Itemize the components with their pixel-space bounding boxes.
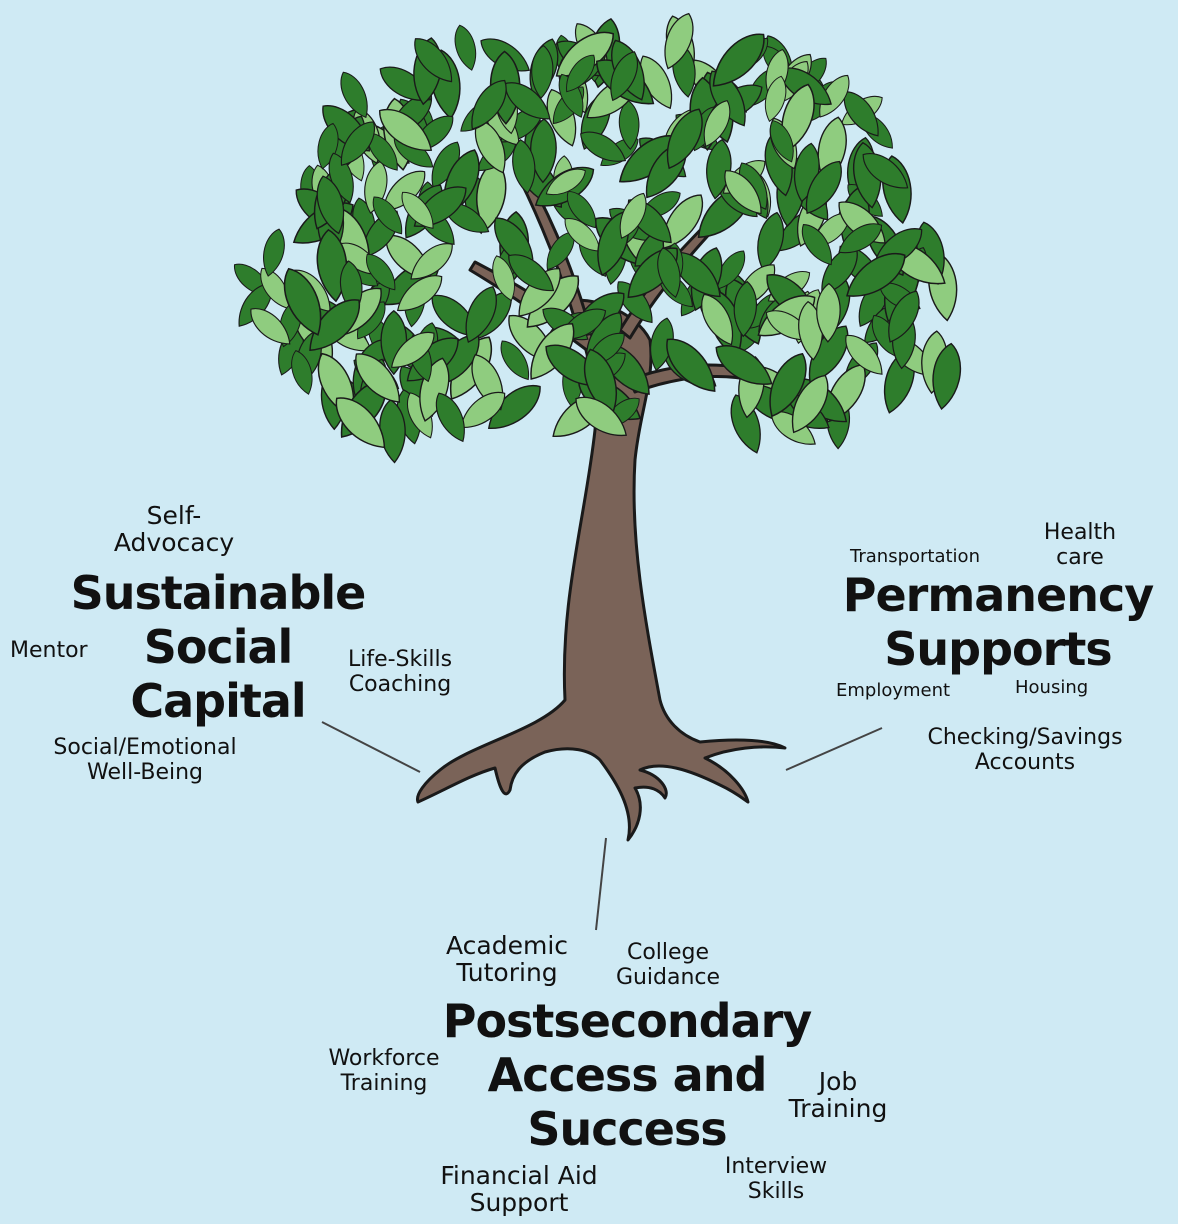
label-self-advocacy: Self- Advocacy	[113, 501, 235, 557]
leaf	[410, 243, 453, 280]
leaf	[619, 192, 647, 239]
leaf	[664, 12, 694, 70]
leaf	[618, 99, 640, 151]
leaf	[530, 118, 557, 184]
leaf	[666, 338, 716, 392]
leaf	[769, 120, 794, 163]
leaf	[801, 224, 832, 266]
label-checking-savings-accounts: Checking/Savings Accounts	[927, 725, 1123, 775]
leaf	[316, 228, 348, 303]
leaf	[414, 38, 453, 83]
leaf	[816, 282, 841, 343]
leaf	[500, 340, 529, 381]
leaf	[566, 191, 597, 229]
leaf	[769, 352, 807, 418]
leaf	[355, 353, 401, 403]
leaf	[401, 191, 434, 229]
leaf	[666, 108, 703, 170]
leaf	[580, 131, 627, 162]
label-health-care: Health care	[1043, 520, 1117, 570]
leaf	[435, 392, 465, 443]
label-college-guidance: College Guidance	[615, 940, 721, 990]
label-mentor: Mentor	[10, 638, 88, 663]
leaf	[365, 253, 396, 291]
title-sustainable-social-capital: Sustainable Social Capital	[70, 566, 367, 728]
leaf	[546, 231, 575, 271]
title-permanency-supports: Permanency Supports	[842, 568, 1155, 676]
tree-canopy	[234, 12, 962, 464]
label-housing: Housing	[1015, 677, 1089, 698]
leaf	[465, 286, 497, 343]
leaf	[566, 54, 596, 93]
leaf	[805, 160, 842, 215]
leaf	[846, 253, 906, 297]
connector-permanency	[785, 727, 883, 771]
leaf	[555, 31, 614, 77]
label-academic-tutoring: Academic Tutoring	[445, 931, 569, 987]
leaf	[317, 122, 339, 170]
label-transportation: Transportation	[850, 546, 980, 567]
label-job-training: Job Training	[788, 1067, 888, 1123]
leaf	[610, 51, 639, 102]
leaf	[474, 119, 506, 174]
connector-social	[321, 721, 421, 773]
connector-lines	[321, 721, 883, 931]
leaf	[390, 331, 435, 368]
leaf	[238, 283, 273, 327]
leaf	[487, 384, 541, 429]
leaf	[379, 399, 406, 464]
leaf	[657, 247, 681, 298]
leaf	[309, 299, 361, 352]
leaf	[843, 91, 879, 137]
label-life-skills-coaching: Life-Skills Coaching	[347, 647, 453, 697]
leaf	[316, 175, 345, 235]
leaf	[703, 100, 731, 148]
leaf	[291, 350, 313, 395]
label-financial-aid-support: Financial Aid Support	[440, 1161, 598, 1217]
leaf	[396, 275, 443, 311]
label-interview-skills: Interview Skills	[724, 1154, 828, 1204]
leaf	[862, 153, 909, 189]
leaf	[454, 24, 477, 71]
connector-postsecondary	[595, 837, 607, 931]
label-workforce-training: Workforce Training	[328, 1046, 440, 1096]
leaf	[492, 255, 515, 302]
leaf	[650, 317, 674, 372]
leaf	[283, 267, 322, 336]
leaf	[512, 139, 536, 194]
leaf	[819, 74, 850, 118]
leaf	[838, 223, 883, 254]
leaf	[712, 33, 765, 87]
leaf	[335, 397, 386, 449]
leaf	[888, 290, 920, 343]
leaf	[340, 71, 368, 119]
title-postsecondary-access-and-success: Postsecondary Access and Success	[442, 994, 813, 1156]
leaf	[706, 138, 732, 200]
leaf	[791, 374, 829, 434]
leaf	[340, 121, 376, 166]
leaf	[932, 342, 962, 411]
leaf	[765, 75, 787, 123]
leaf	[845, 335, 883, 375]
leaf	[724, 170, 762, 215]
label-social-emotional-well-being: Social/Emotional Well-Being	[53, 735, 237, 785]
leaf	[545, 168, 586, 195]
leaf	[733, 280, 758, 338]
leaf	[263, 228, 285, 277]
leaf	[250, 308, 291, 345]
leaf	[372, 196, 403, 235]
label-employment: Employment	[836, 680, 951, 701]
leaf	[508, 254, 555, 292]
leaf	[715, 345, 773, 385]
leaf	[379, 108, 433, 151]
leaf	[504, 82, 551, 120]
leaf	[471, 79, 507, 130]
leaf	[575, 396, 628, 436]
leaf	[701, 293, 734, 346]
